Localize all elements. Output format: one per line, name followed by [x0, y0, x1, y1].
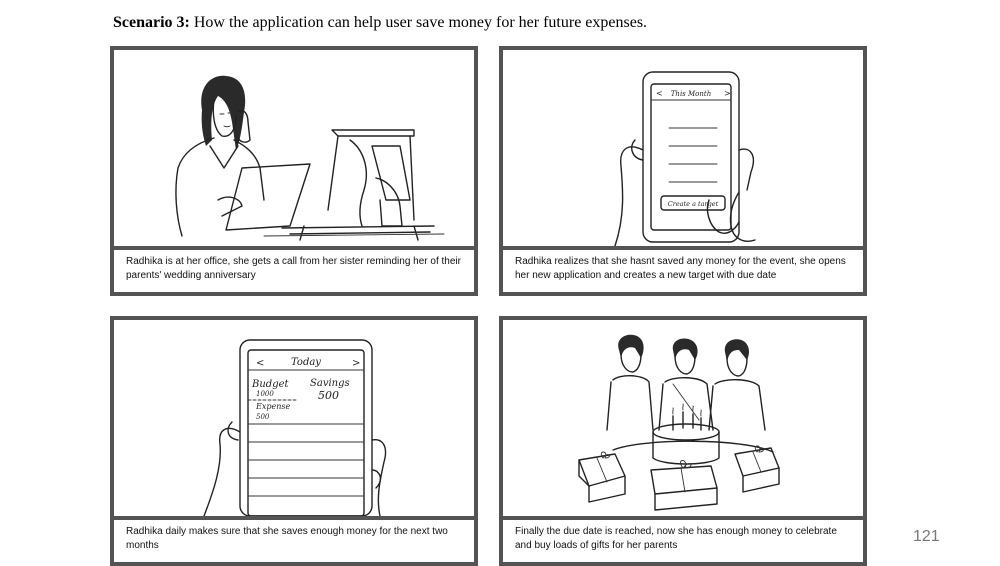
- caption-divider: [503, 516, 863, 520]
- svg-text:<: <: [256, 358, 264, 369]
- panel-caption: Radhika daily makes sure that she saves …: [126, 526, 448, 551]
- sketch-header-label: This Month: [671, 90, 711, 98]
- sketch-savings-value: 500: [318, 389, 339, 402]
- sketch-budget-label: Budget: [251, 379, 290, 390]
- panel-caption: Radhika is at her office, she gets a cal…: [126, 256, 461, 281]
- storyboard-panel-2: < > This Month Create a target Radhika r…: [499, 46, 867, 296]
- panel-caption: Radhika realizes that she hasnt saved an…: [515, 256, 846, 281]
- sketch-phone-create-target: < > This Month Create a target: [503, 50, 863, 246]
- scenario-description: How the application can help user save m…: [189, 14, 648, 31]
- sketch-today-label: Today: [291, 357, 321, 368]
- sketch-create-target-button: Create a target: [668, 200, 719, 208]
- scenario-heading: Scenario 3: How the application can help…: [113, 14, 647, 32]
- svg-text:>: >: [724, 89, 731, 98]
- caption-divider: [114, 246, 474, 250]
- storyboard-panel-1: Radhika is at her office, she gets a cal…: [110, 46, 478, 296]
- caption-divider: [114, 516, 474, 520]
- page-number: 121: [913, 528, 940, 545]
- sketch-expense-label: Expense: [255, 402, 290, 411]
- sketch-savings-label: Savings: [310, 378, 350, 389]
- sketch-office-phone-call: [114, 50, 474, 246]
- storyboard-panel-3: < > Today Budget 1000 Savings 500 Expens…: [110, 316, 478, 566]
- sketch-celebration-gifts: [503, 320, 863, 516]
- storyboard-panel-4: Finally the due date is reached, now she…: [499, 316, 867, 566]
- sketch-phone-daily-savings: < > Today Budget 1000 Savings 500 Expens…: [114, 320, 474, 516]
- svg-text:>: >: [352, 358, 360, 369]
- svg-text:<: <: [656, 89, 663, 98]
- panel-caption: Finally the due date is reached, now she…: [515, 526, 837, 551]
- caption-divider: [503, 246, 863, 250]
- sketch-expense-value: 500: [256, 413, 270, 421]
- sketch-budget-value: 1000: [256, 390, 274, 398]
- scenario-label: Scenario 3:: [113, 14, 190, 31]
